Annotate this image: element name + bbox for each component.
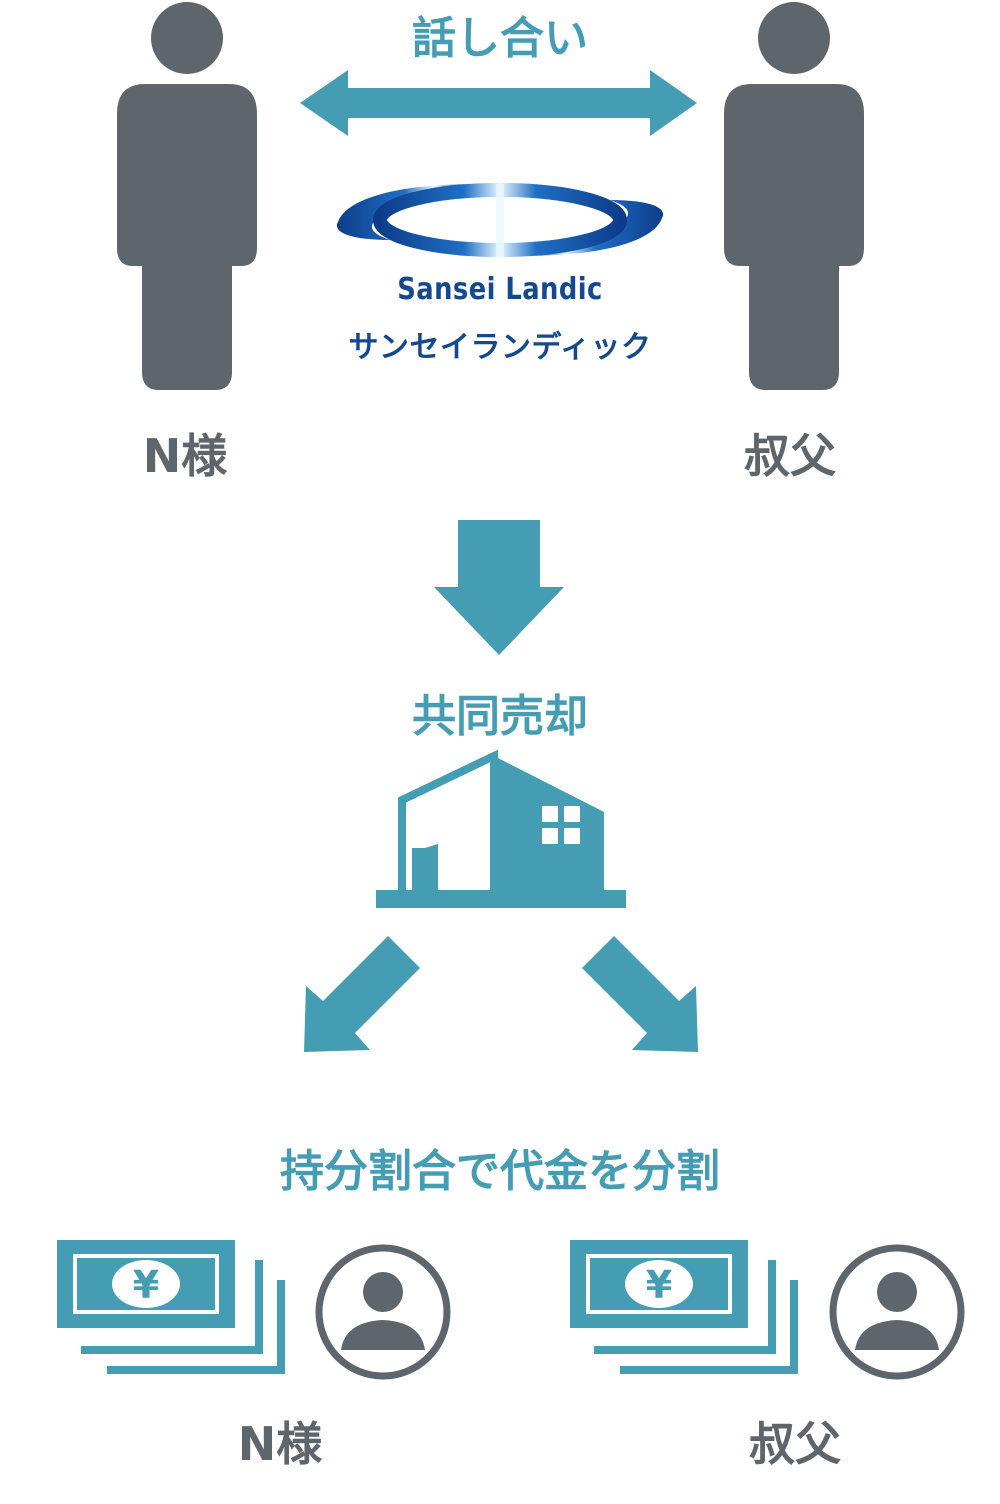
money-stack-right-icon: ¥ [570, 1240, 798, 1374]
down-arrow-icon [434, 520, 564, 655]
yen-symbol-left: ¥ [133, 1263, 159, 1307]
person-left-label: N様 [142, 429, 228, 483]
logo-name-en: Sansei Landic [397, 272, 603, 307]
money-stack-left-icon: ¥ [57, 1240, 285, 1374]
avatar-right-icon [829, 1244, 965, 1380]
discussion-label: 話し合い [412, 13, 588, 64]
person-right-label: 叔父 [744, 429, 836, 483]
split-label: 持分割合で代金を分割 [280, 1146, 720, 1197]
person-left-icon [117, 2, 257, 390]
sansei-landic-logo-icon [336, 183, 664, 258]
joint-sale-label: 共同売却 [412, 691, 588, 742]
split-arrow-right-icon [582, 936, 698, 1052]
split-arrow-left-icon [304, 936, 420, 1052]
logo-name-ja: サンセイランディック [348, 330, 652, 365]
house-icon [376, 749, 626, 908]
person-right-icon [724, 2, 864, 390]
yen-symbol-right: ¥ [646, 1263, 672, 1307]
double-arrow-icon [300, 70, 697, 136]
recipient-right-label: 叔父 [749, 1417, 841, 1471]
recipient-left-label: N様 [237, 1417, 323, 1471]
avatar-left-icon [315, 1244, 451, 1380]
